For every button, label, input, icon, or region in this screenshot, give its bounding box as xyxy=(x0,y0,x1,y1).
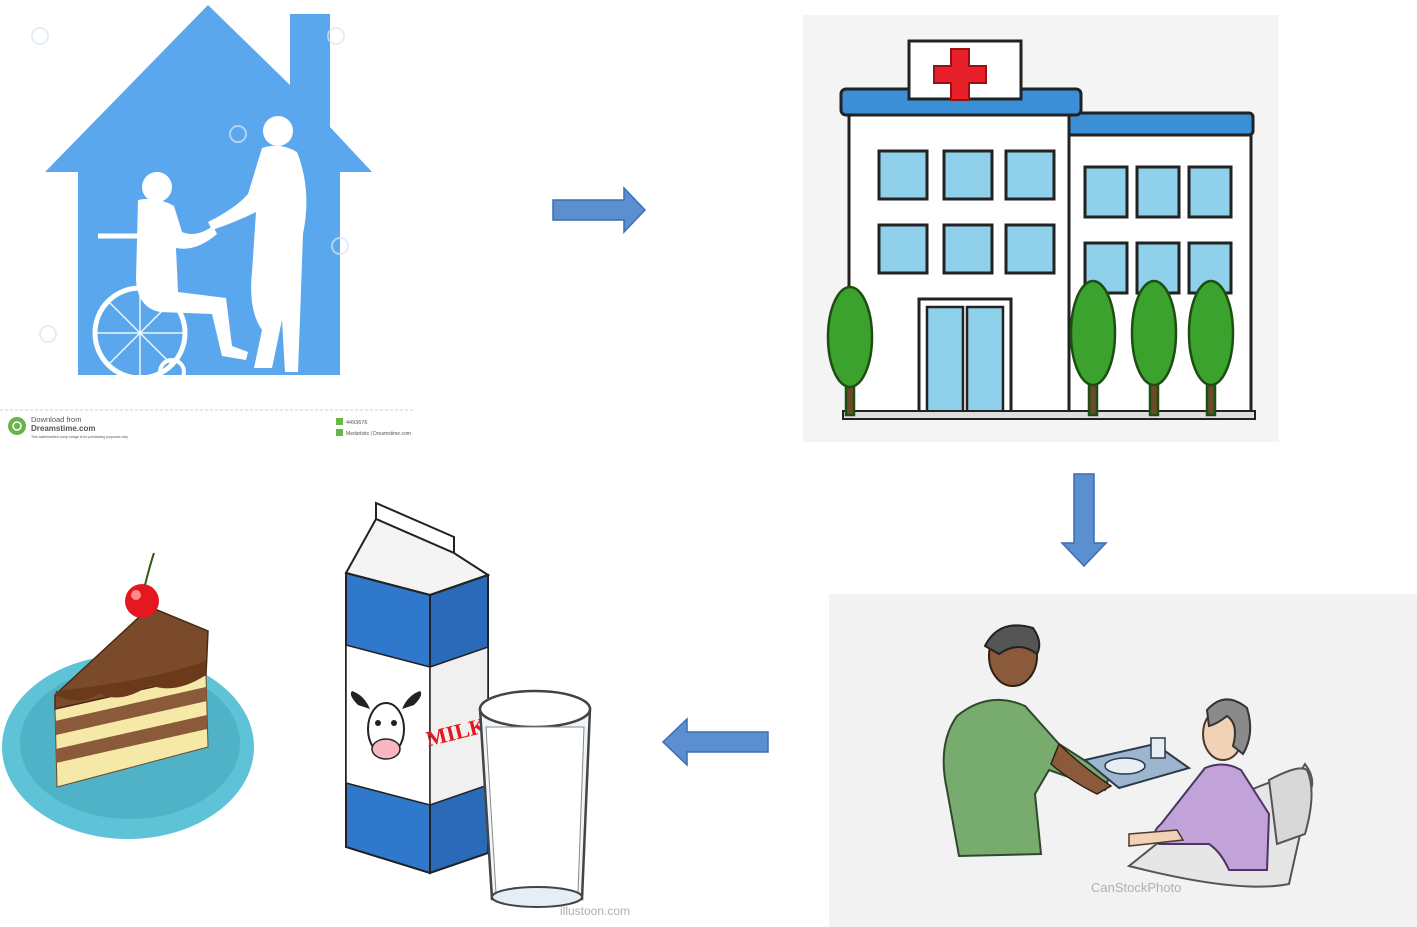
hospital-panel xyxy=(803,15,1279,442)
cake-icon xyxy=(2,552,254,839)
meal-service-panel: CanStockPhoto xyxy=(829,594,1417,927)
dreamstime-badge-line3: This watermarked comp image is for previ… xyxy=(31,435,129,439)
arrow-down-icon xyxy=(1060,473,1108,568)
illustoon-watermark: illustoon.com xyxy=(560,904,630,918)
hospital-icon xyxy=(826,39,1256,420)
dreamstime-badge-line2: Dreamstime.com xyxy=(31,424,95,433)
milk-carton-icon: MILK xyxy=(344,501,491,875)
arrow-right-icon xyxy=(552,186,647,234)
meal-service-icon: CanStockPhoto xyxy=(942,624,1314,895)
meal-watermark: CanStockPhoto xyxy=(1091,880,1181,895)
dreamstime-id: 4493676 xyxy=(346,420,367,426)
food-illustration: MILK illustoon.com xyxy=(2,501,630,918)
dreamstime-credit: Medartistx | Dreamstime.com xyxy=(346,431,411,437)
food-panel: MILK illustoon.com xyxy=(0,495,660,927)
dreamstime-badge-line1: Download from xyxy=(31,415,81,424)
arrow-left-icon xyxy=(661,717,769,767)
glass-icon xyxy=(478,689,592,908)
home-care-icon: Download from Dreamstime.com This waterm… xyxy=(0,5,415,439)
home-care-panel: Download from Dreamstime.com This waterm… xyxy=(0,0,415,445)
